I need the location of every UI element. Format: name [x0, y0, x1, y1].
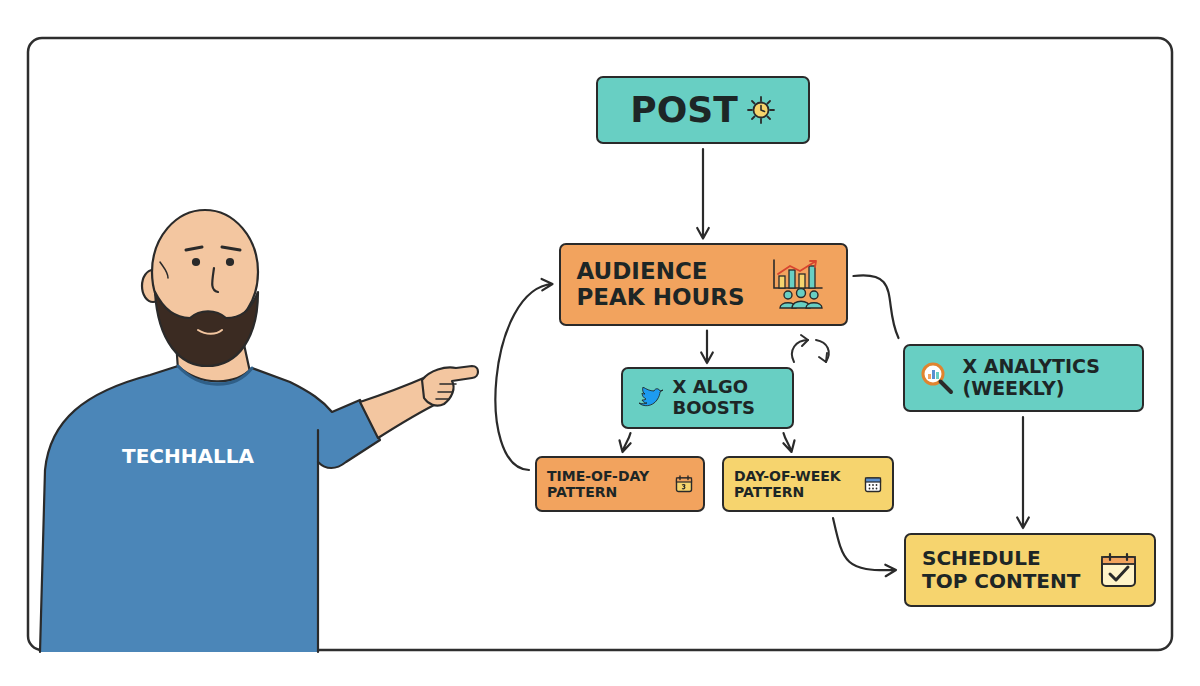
connector-arrow [854, 275, 899, 338]
node-label: X ANALYTICS (WEEKLY) [963, 356, 1128, 400]
process-box: POST [596, 76, 810, 144]
process-box: DAY-OF-WEEK PATTERN [722, 456, 894, 512]
process-box: SCHEDULE TOP CONTENT [904, 533, 1156, 607]
connector-arrow [833, 518, 896, 576]
process-box: AUDIENCE PEAK HOURS [559, 243, 848, 326]
node-icon [919, 360, 955, 396]
node-icon [637, 387, 665, 409]
connector-arrow [1017, 417, 1029, 528]
text-group: X ALGO BOOSTS [673, 377, 778, 418]
node-icon [746, 95, 776, 125]
process-box: TIME-OF-DAY PATTERN [535, 456, 705, 512]
node-icon [770, 258, 830, 310]
connector-arrow [701, 331, 713, 364]
node-icon [1100, 552, 1138, 588]
node-label: X ALGO BOOSTS [673, 377, 778, 418]
node-label: TIME-OF-DAY PATTERN [547, 468, 667, 500]
connector-arrow [697, 149, 709, 239]
node-label: AUDIENCE PEAK HOURS [577, 258, 762, 311]
node-icon [675, 475, 693, 493]
node-label: SCHEDULE TOP CONTENT [922, 547, 1092, 593]
text-group: POST [630, 89, 737, 130]
node-label: POST [630, 89, 737, 130]
text-group: SCHEDULE TOP CONTENT [922, 547, 1092, 593]
process-box: X ANALYTICS (WEEKLY) [903, 344, 1144, 412]
node-icon [864, 475, 882, 493]
text-group: X ANALYTICS (WEEKLY) [963, 356, 1128, 400]
presenter-figure [40, 210, 478, 652]
text-group: TIME-OF-DAY PATTERN [547, 468, 667, 500]
shirt-text: TECHHALLA [122, 444, 254, 468]
connector-arrow [620, 433, 631, 452]
text-group: AUDIENCE PEAK HOURS [577, 258, 762, 311]
connector-arrow [783, 433, 794, 452]
node-label: DAY-OF-WEEK PATTERN [734, 468, 856, 500]
cycle-arrows [792, 335, 829, 362]
text-group: DAY-OF-WEEK PATTERN [734, 468, 856, 500]
process-box: X ALGO BOOSTS [621, 367, 794, 429]
connector-arrow [495, 279, 552, 470]
